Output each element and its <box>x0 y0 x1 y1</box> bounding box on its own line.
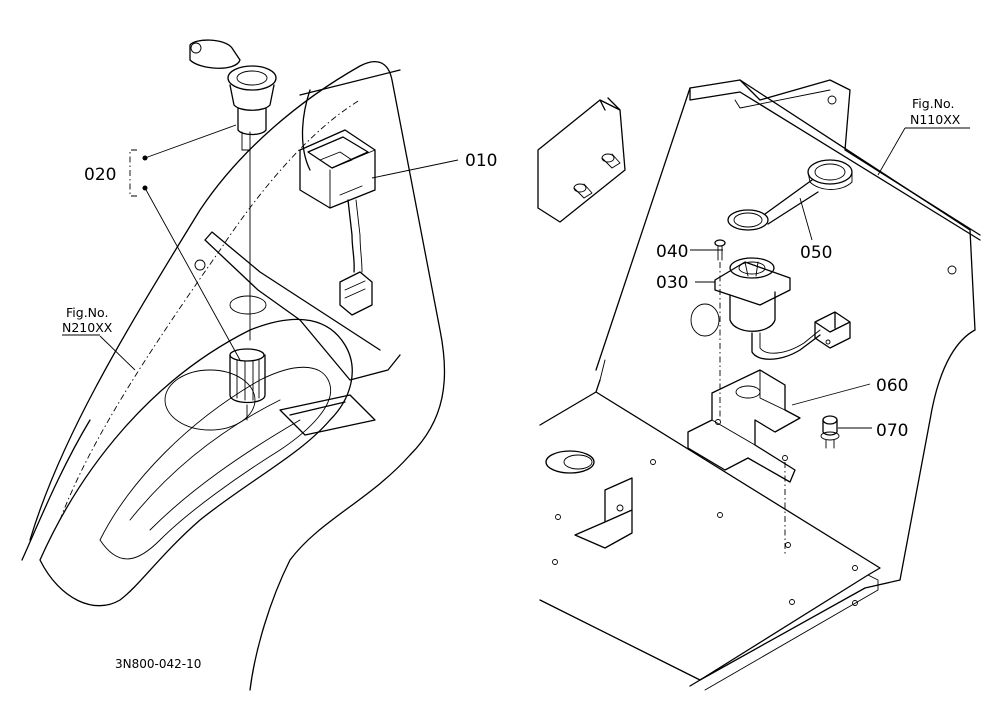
dashboard-panel <box>29 60 446 691</box>
fig-n110-leader <box>877 127 906 176</box>
fig-n210-leader <box>99 335 136 371</box>
socket-hole <box>229 295 267 315</box>
console-tray-ridge <box>129 399 301 531</box>
dashboard-panel-hidden-edge <box>59 99 361 521</box>
panel-hole-top <box>827 95 837 105</box>
side-panel-inner-fold <box>599 89 831 381</box>
console-slot <box>279 394 376 436</box>
callout-030-label[interactable]: 030 <box>656 273 688 293</box>
floor-oval-hole-inner <box>563 454 593 470</box>
floor-bolt-holes <box>552 459 858 606</box>
callout-050-label[interactable]: 050 <box>800 243 832 263</box>
rocker-switch[interactable] <box>299 129 376 316</box>
left-assembly <box>21 39 459 691</box>
fig-ref-right-label: Fig.No. <box>912 96 954 111</box>
floor-plate <box>539 379 881 681</box>
side-panel-top-flange <box>689 79 981 241</box>
socket-sleeve[interactable] <box>229 348 266 421</box>
callout-010-leader <box>371 159 459 179</box>
panel-screw-hole <box>194 259 206 271</box>
right-assembly <box>537 79 981 691</box>
drawing-code: 3N800-042-10 <box>115 657 201 671</box>
socket-cap-strap[interactable] <box>727 159 853 231</box>
rear-bracket <box>537 97 626 223</box>
callout-020-leader-lower <box>144 187 241 361</box>
fig-ref-left-number[interactable]: N210XX <box>62 320 113 335</box>
panel-hole-right <box>947 265 957 275</box>
callout-020-bracket <box>129 149 137 197</box>
side-panel <box>595 79 976 687</box>
floor-plate-edge <box>704 574 879 691</box>
dashboard-side-wall <box>204 231 401 381</box>
callout-020-leader-upper <box>144 124 237 159</box>
floor-oval-hole <box>545 450 595 474</box>
callout-060-label[interactable]: 060 <box>876 376 908 396</box>
callout-060-leader <box>791 383 871 406</box>
callout-050-leader <box>799 197 813 241</box>
callout-010-label[interactable]: 010 <box>465 151 497 171</box>
dashboard-panel-edge <box>21 69 401 561</box>
callout-020-label[interactable]: 020 <box>84 165 116 185</box>
rear-bracket-studs <box>573 153 621 199</box>
console-tray-outer <box>39 318 353 607</box>
labels: 010 020 030 040 050 060 070 Fig.No. N210… <box>62 96 961 671</box>
lighter-socket[interactable] <box>189 39 277 341</box>
fig-ref-left-label: Fig.No. <box>66 305 108 320</box>
panel-round-cutout <box>690 303 720 337</box>
mounting-screw[interactable] <box>714 239 726 420</box>
console-cup-recess <box>164 369 256 431</box>
floor-angle-bracket <box>574 477 633 549</box>
accessory-socket[interactable] <box>714 257 851 360</box>
floor-bracket-hole <box>616 504 624 512</box>
callout-040-label[interactable]: 040 <box>656 242 688 262</box>
console-tray-inner <box>99 366 332 560</box>
fig-ref-right-number[interactable]: N110XX <box>910 112 961 127</box>
socket-bracket[interactable] <box>687 369 801 555</box>
callout-070-label[interactable]: 070 <box>876 421 908 441</box>
flange-bolt[interactable] <box>820 415 840 449</box>
